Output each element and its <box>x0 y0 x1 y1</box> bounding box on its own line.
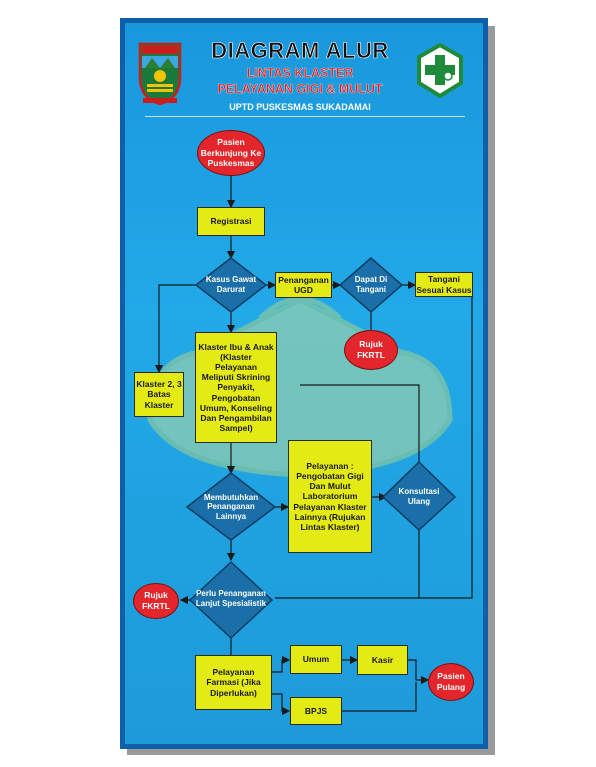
decision-spesialistik <box>188 560 274 640</box>
process-bpjs: BPJS <box>290 697 342 725</box>
process-kasir: Kasir <box>357 645 408 675</box>
page-title: DIAGRAM ALUR <box>211 38 389 64</box>
decision-spesialistik-label: Perlu Penanganan Lanjut Spesialistik <box>195 589 267 608</box>
decision-membutuhkan <box>185 472 277 541</box>
process-klaster-2-3: Klaster 2, 3 Batas Klaster <box>134 372 184 417</box>
process-klaster-ibu-anak: Klaster Ibu & Anak (Klaster Pelayanan Me… <box>195 332 277 443</box>
terminal-start: Pasien Berkunjung Ke Puskesmas <box>197 130 265 176</box>
decision-membutuhkan-label: Membutuhkan Penanganan Lainnya <box>203 492 259 521</box>
decision-gawat-darurat <box>194 257 268 313</box>
decision-konsultasi <box>381 460 457 532</box>
process-registrasi: Registrasi <box>197 207 265 236</box>
process-pelayanan-gigi: Pelayanan : Pengobatan Gigi Dan Mulut La… <box>288 440 372 553</box>
regional-emblem-logo <box>138 42 182 106</box>
process-tangani-sesuai-kasus: Tangani Sesuai Kasus <box>415 272 473 297</box>
header-divider <box>145 116 465 117</box>
decision-dapat-ditangani <box>338 257 404 313</box>
puskesmas-logo <box>417 43 463 98</box>
terminal-rujuk-fkrtl-2: Rujuk FKRTL <box>133 583 179 619</box>
decision-gawat-darurat-label: Kasus Gawat Darurat <box>205 275 257 294</box>
process-pelayanan-farmasi: Pelayanan Farmasi (Jika Diperlukan) <box>195 655 272 710</box>
terminal-rujuk-fkrtl-1: Rujuk FKRTL <box>344 330 398 370</box>
terminal-pasien-pulang: Pasien Pulang <box>428 663 474 701</box>
process-umum: Umum <box>290 645 342 674</box>
organization-name: UPTD PUSKESMAS SUKADAMAI <box>229 102 371 112</box>
page-subtitle-1: LINTAS KLASTER <box>246 66 354 80</box>
page-subtitle-2: PELAYANAN GIGI & MULUT <box>217 82 383 96</box>
process-penanganan-ugd: Penanganan UGD <box>275 272 332 298</box>
decision-konsultasi-label: Konsultasi Ulang <box>398 487 440 506</box>
decision-dapat-ditangani-label: Dapat Di Tangani <box>354 275 388 294</box>
